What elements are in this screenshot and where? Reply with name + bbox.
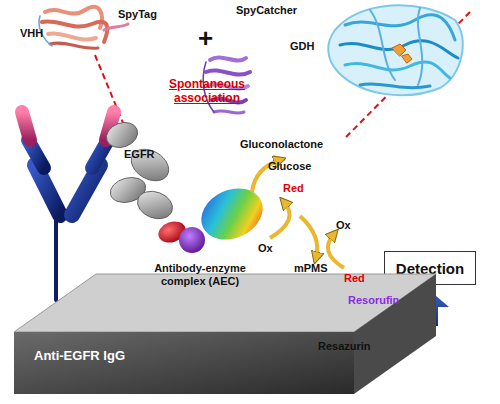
annotation-label: Red <box>283 182 313 195</box>
annotation-label: Gluconolactone <box>240 138 340 151</box>
annotation-label: Ox <box>336 219 360 232</box>
annotation-label: VHH <box>20 27 60 40</box>
annotation-label: Spontaneous association <box>166 78 248 106</box>
annotation-label: GDH <box>290 40 330 53</box>
annotation-label: EGFR <box>124 148 164 161</box>
annotation-label: SpyTag <box>118 8 178 21</box>
annotation-label: Ox <box>258 242 282 255</box>
annotation-label: Resorufin <box>348 294 418 307</box>
annotation-label: + <box>198 24 222 54</box>
annotation-label: Red <box>344 272 374 285</box>
vhh-ribbon <box>39 7 128 49</box>
plate-shape <box>8 270 440 398</box>
annotation-label: Antibody-enzyme complex (AEC) <box>140 262 260 287</box>
annotation-label: Glucose <box>268 160 328 173</box>
annotation-label: Resazurin <box>318 340 388 353</box>
plate-front <box>14 332 354 394</box>
annotation-label: SpyCatcher <box>236 4 316 17</box>
antibody-symbol <box>22 112 114 300</box>
egfr-symbol <box>103 118 177 223</box>
plate-surface: Anti-EGFR IgG <box>8 270 440 398</box>
annotation-label: mPMS <box>294 262 338 275</box>
plate-side <box>354 274 436 394</box>
gdh-ribbon <box>328 5 462 95</box>
node-label: Anti-EGFR IgG <box>34 348 234 363</box>
